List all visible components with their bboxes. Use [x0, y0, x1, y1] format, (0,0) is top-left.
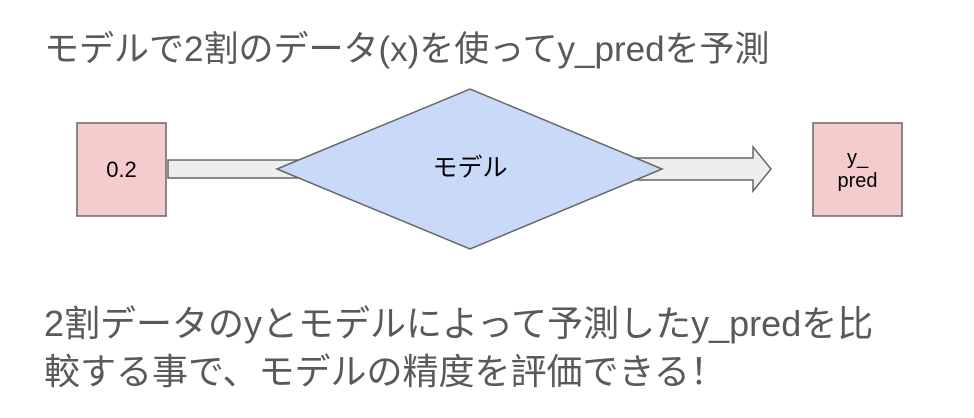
output-label-line2: pred [837, 169, 878, 192]
output-box-label: y_ pred [813, 123, 902, 216]
caption-line-1: 2割データのyとモデルによって予測したy_predを比 [44, 303, 874, 344]
output-arrow [629, 144, 772, 194]
output-box [812, 122, 903, 217]
input-box [76, 122, 167, 217]
caption: 2割データのyとモデルによって予測したy_predを比 較する事で、モデルの精度… [44, 300, 873, 396]
input-value: 0.2 [106, 156, 137, 182]
slide-title: モデルで2割のデータ(x)を使ってy_predを予測 [44, 30, 770, 69]
caption-line-2: 較する事で、モデルの精度を評価できる！ [44, 351, 726, 392]
output-label-line1: y_ [846, 146, 869, 169]
model-diamond [275, 88, 664, 250]
input-box-label: 0.2 [77, 123, 166, 216]
model-label: モデル [432, 154, 508, 182]
